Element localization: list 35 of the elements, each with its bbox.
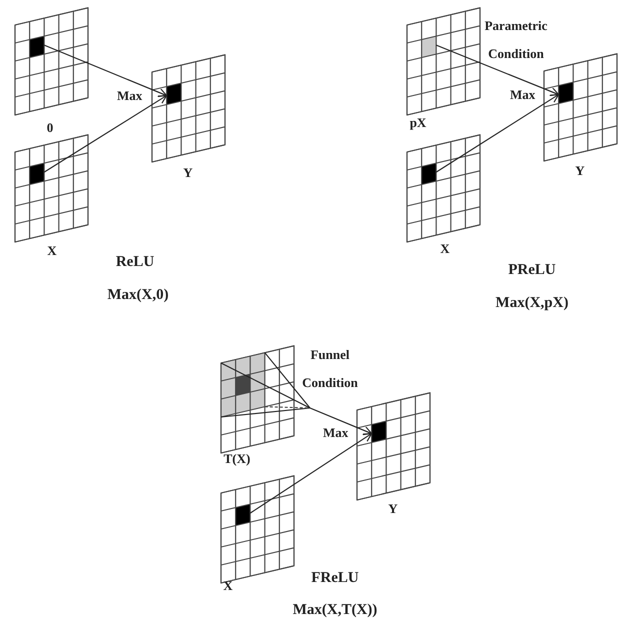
condition-label: Funnel Condition <box>301 346 359 392</box>
selected-cell <box>422 36 436 58</box>
arrow <box>436 94 560 173</box>
arrow <box>436 44 560 96</box>
grid-caption: Y <box>575 163 585 178</box>
formula-label: Max(X,T(X)) <box>292 602 378 619</box>
selected-cell <box>30 36 44 58</box>
grid-caption: T(X) <box>224 451 250 466</box>
selected-cell <box>422 163 436 185</box>
panel-title: PReLU <box>508 262 556 279</box>
operation-label: Max <box>323 425 348 440</box>
selected-cell <box>166 83 182 105</box>
formula-label: Max(X,0) <box>107 287 169 304</box>
formula-label: Max(X,pX) <box>496 295 568 312</box>
grid-caption: Y <box>183 165 193 180</box>
selected-cell <box>558 82 574 104</box>
funnel-window <box>221 352 265 417</box>
arrow <box>250 433 372 514</box>
grid-caption: 0 <box>46 120 54 135</box>
selected-cell <box>372 421 386 443</box>
panel-title: ReLU <box>116 254 154 271</box>
selected-cell <box>30 163 44 185</box>
arrow <box>44 44 168 97</box>
condition-label: Parametric Condition <box>484 17 548 63</box>
grid-caption: X <box>47 243 57 258</box>
grid-caption: Y <box>388 501 398 516</box>
grid-caption: X <box>440 241 450 256</box>
grid-caption: X <box>223 578 233 593</box>
grid-caption: pX <box>410 115 426 130</box>
arrow <box>44 95 168 173</box>
selected-cell <box>236 504 250 526</box>
operation-label: Max <box>117 88 142 103</box>
operation-label: Max <box>510 87 536 102</box>
panel-title: FReLU <box>311 570 359 587</box>
arrow <box>220 362 372 435</box>
